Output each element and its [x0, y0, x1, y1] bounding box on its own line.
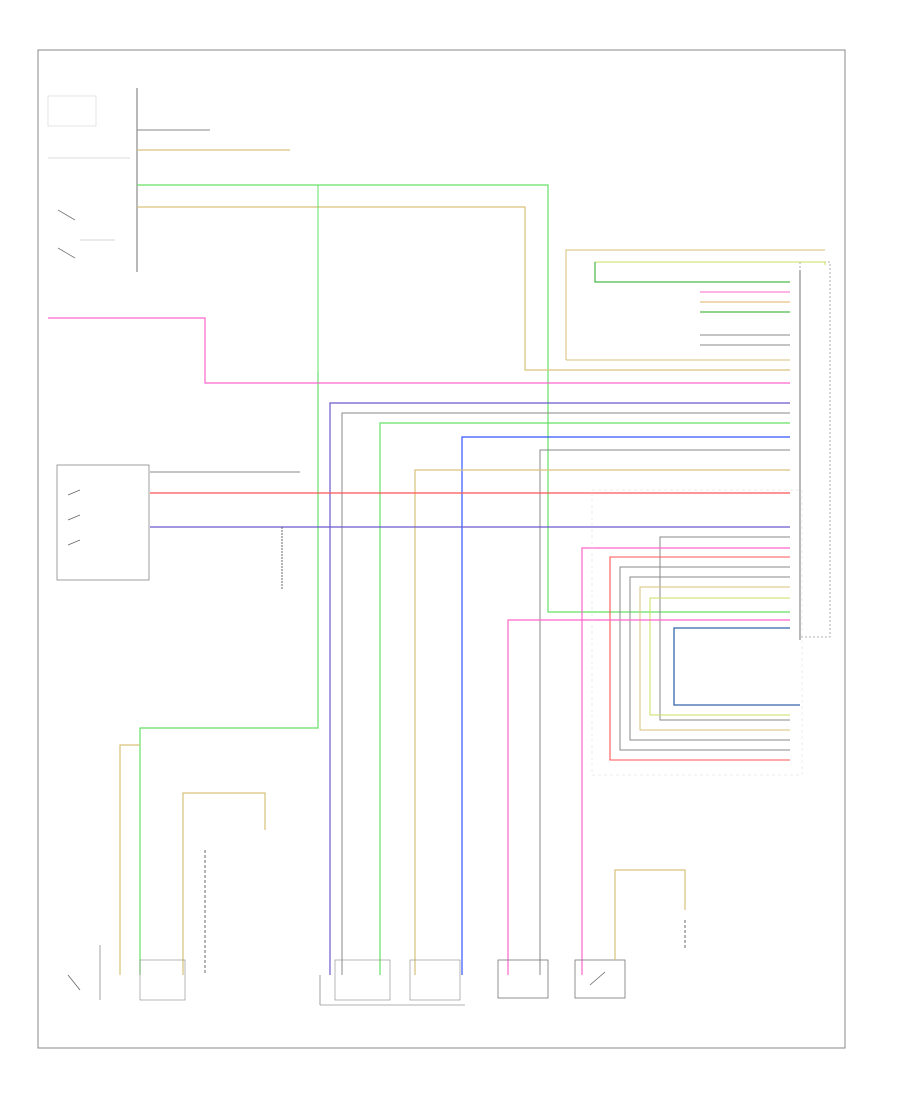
right-headlamp [319, 959, 465, 1006]
wire-harness-rear-lid [150, 471, 790, 590]
wire-harness-right-bottom [507, 489, 803, 975]
rear-lid-module [56, 464, 150, 581]
ignition-switch [574, 959, 626, 999]
seat-position-module [799, 261, 831, 640]
wire-harness-top [137, 129, 790, 975]
right-rear-module [67, 744, 266, 1001]
fuse-box [497, 959, 549, 999]
left-rear-module [47, 88, 138, 272]
wire-harness-middle [329, 402, 790, 975]
wire-pink-red [48, 317, 790, 384]
ground-point [614, 869, 686, 960]
wire-harness-right-top [565, 249, 826, 361]
diagram-frame [37, 49, 846, 1049]
